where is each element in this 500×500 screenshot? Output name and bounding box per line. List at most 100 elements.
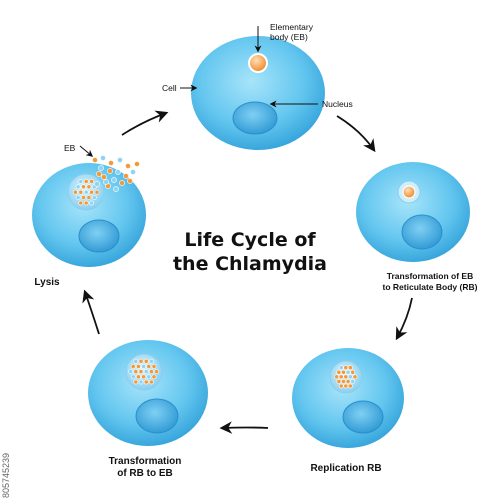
rb-particle xyxy=(111,177,117,183)
rb-particle xyxy=(130,169,136,175)
rb-particle xyxy=(91,195,97,200)
eb-particle xyxy=(125,163,131,169)
rb-particle xyxy=(148,358,154,364)
rb-particle xyxy=(138,379,144,385)
rb-particle xyxy=(100,155,106,161)
rb-particle xyxy=(141,363,146,369)
eb-particle xyxy=(336,369,342,375)
eb-particle xyxy=(133,369,139,374)
eb-particle xyxy=(148,369,154,374)
eb-particle xyxy=(343,374,349,380)
transformation-eb-rb-label-line2: to Reticulate Body (RB) xyxy=(383,282,478,292)
rb-particle xyxy=(133,358,139,364)
nucleus xyxy=(135,398,179,434)
eb-particle xyxy=(81,184,86,190)
eb-particle xyxy=(341,378,346,384)
eb-particle xyxy=(138,369,144,374)
elementary-body-label-line2: body (EB) xyxy=(270,32,308,42)
eb-particle xyxy=(108,160,114,166)
cell-stage-infection xyxy=(191,36,325,150)
rb-particle xyxy=(113,186,119,192)
eb-particle xyxy=(352,374,358,380)
cell-stage-lysis xyxy=(32,155,146,267)
rb-particle xyxy=(75,184,81,190)
rb-particle xyxy=(345,369,351,375)
mixed-rb-eb-cluster xyxy=(128,358,159,385)
eb-particle xyxy=(133,379,139,385)
cycle-arrow-lysis-to-top xyxy=(121,110,169,136)
rb-particle xyxy=(75,195,81,200)
eb-particle xyxy=(343,383,349,389)
nucleus xyxy=(401,214,443,250)
eb-particle xyxy=(86,184,92,190)
eb-lysis-pointer-line xyxy=(79,145,94,157)
eb-particle xyxy=(338,383,344,389)
nucleus xyxy=(342,400,384,434)
eb-particle xyxy=(94,189,100,195)
cell-label: Cell xyxy=(162,83,177,93)
eb-particle xyxy=(134,161,140,167)
diagram-title-line2: the Chlamydia xyxy=(173,253,327,275)
rb-particle xyxy=(115,169,121,175)
reticulate-body xyxy=(402,185,416,199)
eb-particle xyxy=(123,173,129,179)
replicating-rb-cluster xyxy=(334,365,358,389)
eb-particle xyxy=(92,157,98,163)
eb-particle xyxy=(127,178,133,184)
eb-particle xyxy=(151,363,157,369)
eb-particle xyxy=(148,379,154,385)
rb-particle xyxy=(89,200,94,206)
cycle-arrow-top-to-right xyxy=(336,115,376,153)
eb-particle xyxy=(130,363,136,369)
eb-particle xyxy=(146,363,152,369)
rb-particle xyxy=(83,189,89,195)
rb-particle xyxy=(78,178,84,184)
nucleus-label: Nucleus xyxy=(322,99,353,109)
eb-particle xyxy=(143,379,149,385)
eb-particle xyxy=(83,178,89,184)
eb-particle xyxy=(89,178,94,184)
eb-particle xyxy=(334,374,339,380)
eb-particle xyxy=(89,189,94,195)
cell-stage-transformation-rb-eb xyxy=(88,340,208,446)
eb-particle xyxy=(107,168,113,174)
eb-particle xyxy=(341,369,346,375)
transformation-eb-rb-label-line1: Transformation of EB xyxy=(387,271,473,281)
eb-particle xyxy=(154,369,159,374)
eb-particle xyxy=(141,374,146,380)
released-eb-cluster xyxy=(73,155,140,206)
eb-particle xyxy=(151,374,157,380)
transformation-rb-eb-label-line2: of RB to EB xyxy=(117,468,173,479)
transformation-rb-eb-label-line1: Transformation xyxy=(109,456,182,467)
stock-id-stamp: 805745239 xyxy=(0,370,12,500)
nucleus xyxy=(78,219,120,253)
diagram-title-line1: Life Cycle of xyxy=(184,229,316,251)
lysis-label: Lysis xyxy=(34,277,60,288)
eb-particle xyxy=(83,200,89,206)
rb-particle xyxy=(146,374,152,380)
eb-particle xyxy=(86,195,92,200)
rb-particle xyxy=(338,365,344,370)
elementary-body xyxy=(248,53,268,73)
rb-particle xyxy=(128,369,133,374)
eb-particle xyxy=(350,369,356,375)
eb-particle xyxy=(101,174,107,180)
eb-particle xyxy=(81,195,86,200)
eb-particle xyxy=(135,374,141,380)
rb-particle xyxy=(103,179,109,185)
eb-particle xyxy=(119,180,125,186)
elementary-body-label-line1: Elementary xyxy=(270,22,314,32)
eb-particle xyxy=(347,365,353,370)
eb-particle xyxy=(73,189,78,195)
cycle-arrow-rbeb-to-lysis xyxy=(82,289,100,335)
rb-particle xyxy=(350,378,356,384)
rb-particle xyxy=(94,181,100,187)
rb-particle xyxy=(347,374,353,380)
eb-particle xyxy=(96,171,102,177)
cell-body xyxy=(191,36,325,150)
eb-particle xyxy=(343,365,349,370)
eb-particle xyxy=(347,383,353,389)
eb-particle xyxy=(338,374,344,380)
replication-rb-label: Replication RB xyxy=(310,463,381,474)
